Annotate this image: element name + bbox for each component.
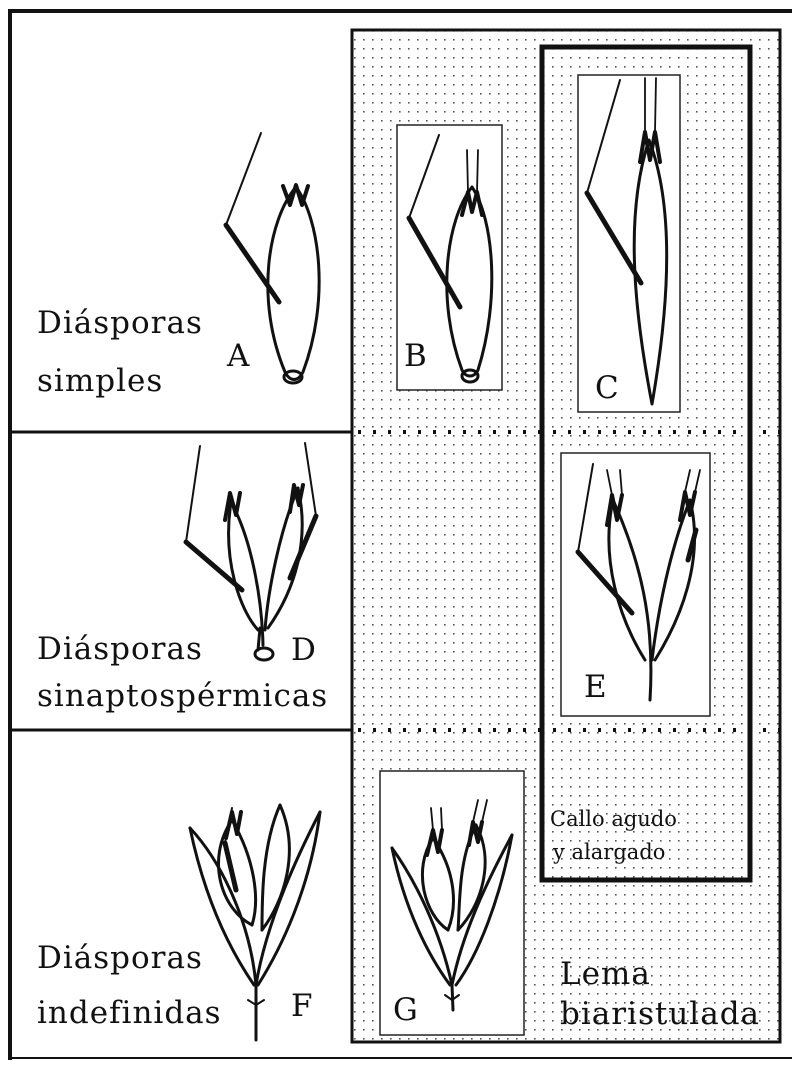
figure-letter-b: B bbox=[404, 338, 427, 374]
row-indefinidas-label-line1: Diásporas bbox=[37, 940, 203, 976]
panel-c-box bbox=[578, 75, 680, 412]
callo-agudo-caption-line2: y alargado bbox=[552, 840, 665, 864]
lema-biaristulada-caption-line2: biaristulada bbox=[560, 996, 760, 1032]
lema-biaristulada-caption-line1: Lema bbox=[560, 956, 651, 992]
callo-agudo-caption-line1: Callo agudo bbox=[550, 807, 677, 831]
figure-letter-e: E bbox=[584, 669, 607, 705]
figure-letter-a: A bbox=[226, 338, 250, 374]
row-sinaptospermicas-label-line2: sinaptospérmicas bbox=[37, 678, 328, 714]
row-simples-label-line1: Diásporas bbox=[37, 305, 203, 341]
figure-letter-c: C bbox=[595, 370, 619, 406]
row-indefinidas-label-line2: indefinidas bbox=[37, 995, 222, 1031]
row-simples-label-line2: simples bbox=[37, 363, 163, 399]
figure-letter-g: G bbox=[393, 992, 418, 1028]
figure-letter-f: F bbox=[291, 988, 313, 1024]
figure-d-diaspora bbox=[186, 443, 316, 660]
figure-letter-d: D bbox=[291, 632, 316, 668]
row-sinaptospermicas-label-line1: Diásporas bbox=[37, 631, 203, 667]
